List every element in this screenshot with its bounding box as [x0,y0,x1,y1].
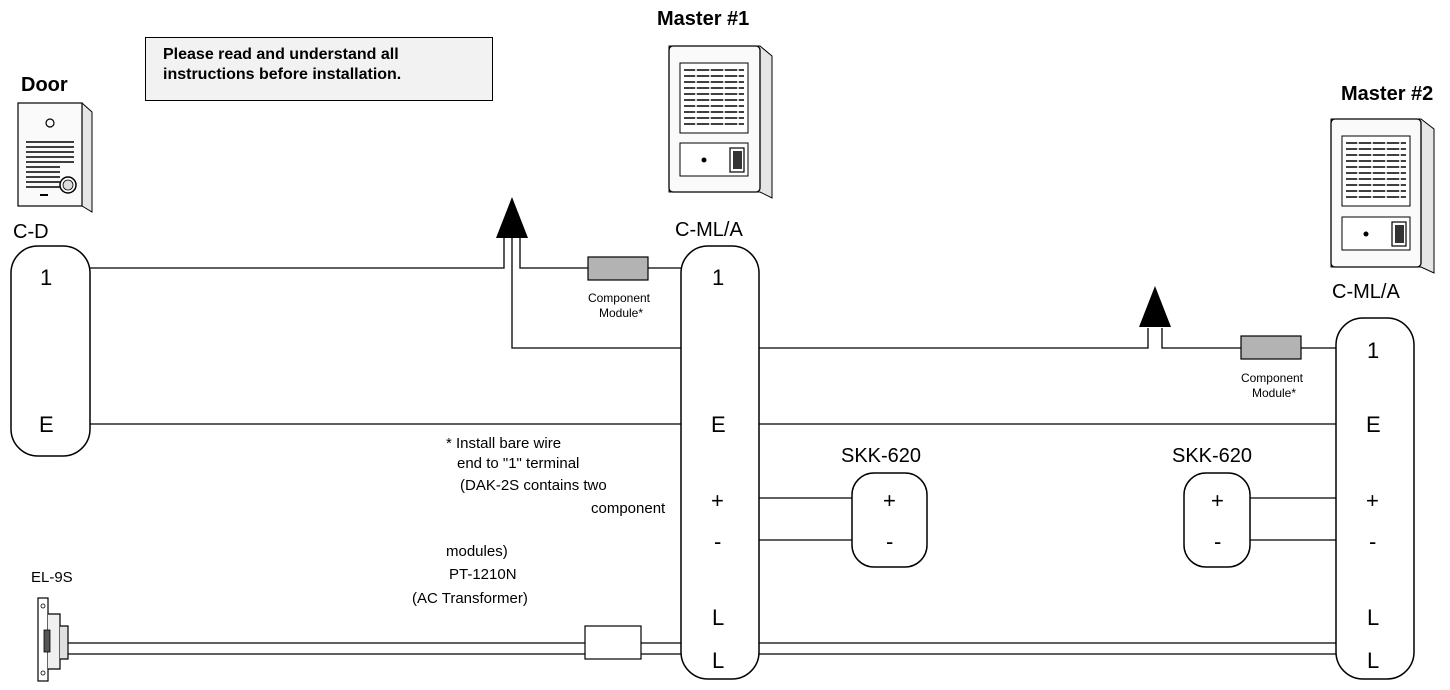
master1-terminal-plus: + [711,488,724,513]
install-note-line5: modules) [446,543,508,560]
skk-left-model: SKK-620 [841,445,921,467]
master2-image [1330,118,1435,274]
component-module-2-label-a: Component [1241,371,1304,385]
install-note-line1: * Install bare wire [446,435,561,452]
master1-terminal-e: E [711,412,726,437]
wire-m1-line1 [519,238,588,269]
electric-lock-image [37,597,69,682]
transformer-desc: (AC Transformer) [412,590,528,607]
master1-terminal-l2: L [712,648,724,673]
master2-model: C-ML/A [1332,281,1400,303]
door-terminal-1: 1 [40,265,52,290]
lock-model: EL-9S [31,569,73,586]
wire-m2-line1 [1161,328,1241,349]
install-note-line3: (DAK-2S contains two [460,477,607,494]
master2-terminal-minus: - [1369,529,1376,554]
component-module-1-label-b: Module* [599,306,643,320]
master1-terminal-1: 1 [712,265,724,290]
wire-door-1 [90,238,505,269]
door-model: C-D [13,221,49,243]
master2-terminal-strip [1335,317,1415,680]
door-terminal-strip [10,245,91,457]
skk-left-minus: - [886,529,893,554]
transformer-model: PT-1210N [449,566,517,583]
junction-arrow-2 [1139,286,1171,327]
master2-terminal-e: E [1366,412,1381,437]
master2-terminal-l2: L [1367,648,1379,673]
door-station-image [17,102,93,213]
master1-terminal-strip [680,245,760,680]
master2-terminal-1: 1 [1367,338,1379,363]
component-module-1 [587,256,649,281]
transformer-box [584,625,642,660]
notice-line-1: Please read and understand all [163,46,399,63]
skk-left-body [851,472,928,568]
skk-right-plus: + [1211,488,1224,513]
wire-m1-to-m2 [511,238,1149,349]
master1-image [668,45,773,199]
component-module-2-label-b: Module* [1252,386,1296,400]
master2-title: Master #2 [1341,83,1433,105]
install-note-line4: component [591,500,666,517]
master1-title: Master #1 [657,8,749,30]
skk-right-minus: - [1214,529,1221,554]
master1-terminal-minus: - [714,529,721,554]
master2-terminal-plus: + [1366,488,1379,513]
master2-terminal-l1: L [1367,605,1379,630]
door-title: Door [21,74,68,96]
component-module-2 [1240,335,1302,360]
master1-model: C-ML/A [675,219,743,241]
install-note-line2: end to "1" terminal [457,455,579,472]
junction-arrow-1 [496,197,528,238]
door-terminal-e: E [39,412,54,437]
skk-right-body [1183,472,1251,568]
skk-right-model: SKK-620 [1172,445,1252,467]
notice-line-2: instructions before installation. [163,66,402,83]
installation-notice: Please read and understand all instructi… [145,37,493,101]
wires [68,238,1336,655]
skk-left-plus: + [883,488,896,513]
master1-terminal-l1: L [712,605,724,630]
component-module-1-label-a: Component [588,291,651,305]
